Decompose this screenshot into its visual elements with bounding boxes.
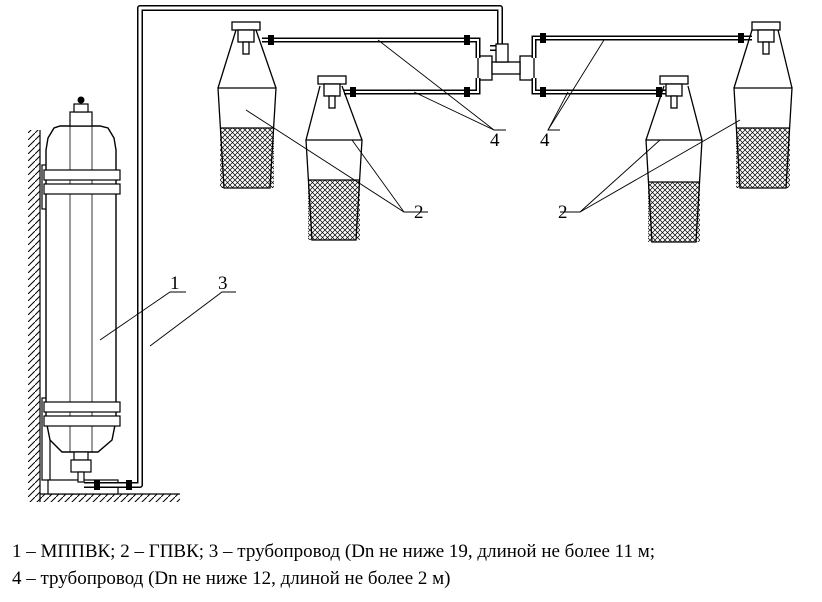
branch-pipes-bore [262,37,752,93]
wall [28,130,180,502]
cylinder-mppvk [43,96,121,483]
pipe-fitting [94,480,132,490]
branch-fittings [268,33,744,97]
generator-gpvk-4 [733,21,793,189]
caption-line-2: 4 – трубопровод (Dn не ниже 12, длиной н… [12,568,451,589]
generator-gpvk-1 [217,21,277,189]
fire-suppression-diagram: 1 3 4 4 2 2 [28,5,793,502]
caption-line-1: 1 – МППВК; 2 – ГПВК; 3 – трубопровод (Dn… [12,541,656,562]
generator-gpvk-3 [645,75,703,243]
callout-1: 1 [170,273,180,294]
distributor-tee [477,43,535,81]
generator-gpvk-2 [305,75,363,241]
main-pipeline-bore [84,6,502,487]
leader-lines [99,39,741,347]
callout-2-right: 2 [558,202,568,223]
main-pipeline [84,5,503,488]
callout-4-right: 4 [540,130,550,151]
callout-4-left: 4 [490,130,500,151]
callout-2-left: 2 [414,202,424,223]
callout-3: 3 [218,273,228,294]
